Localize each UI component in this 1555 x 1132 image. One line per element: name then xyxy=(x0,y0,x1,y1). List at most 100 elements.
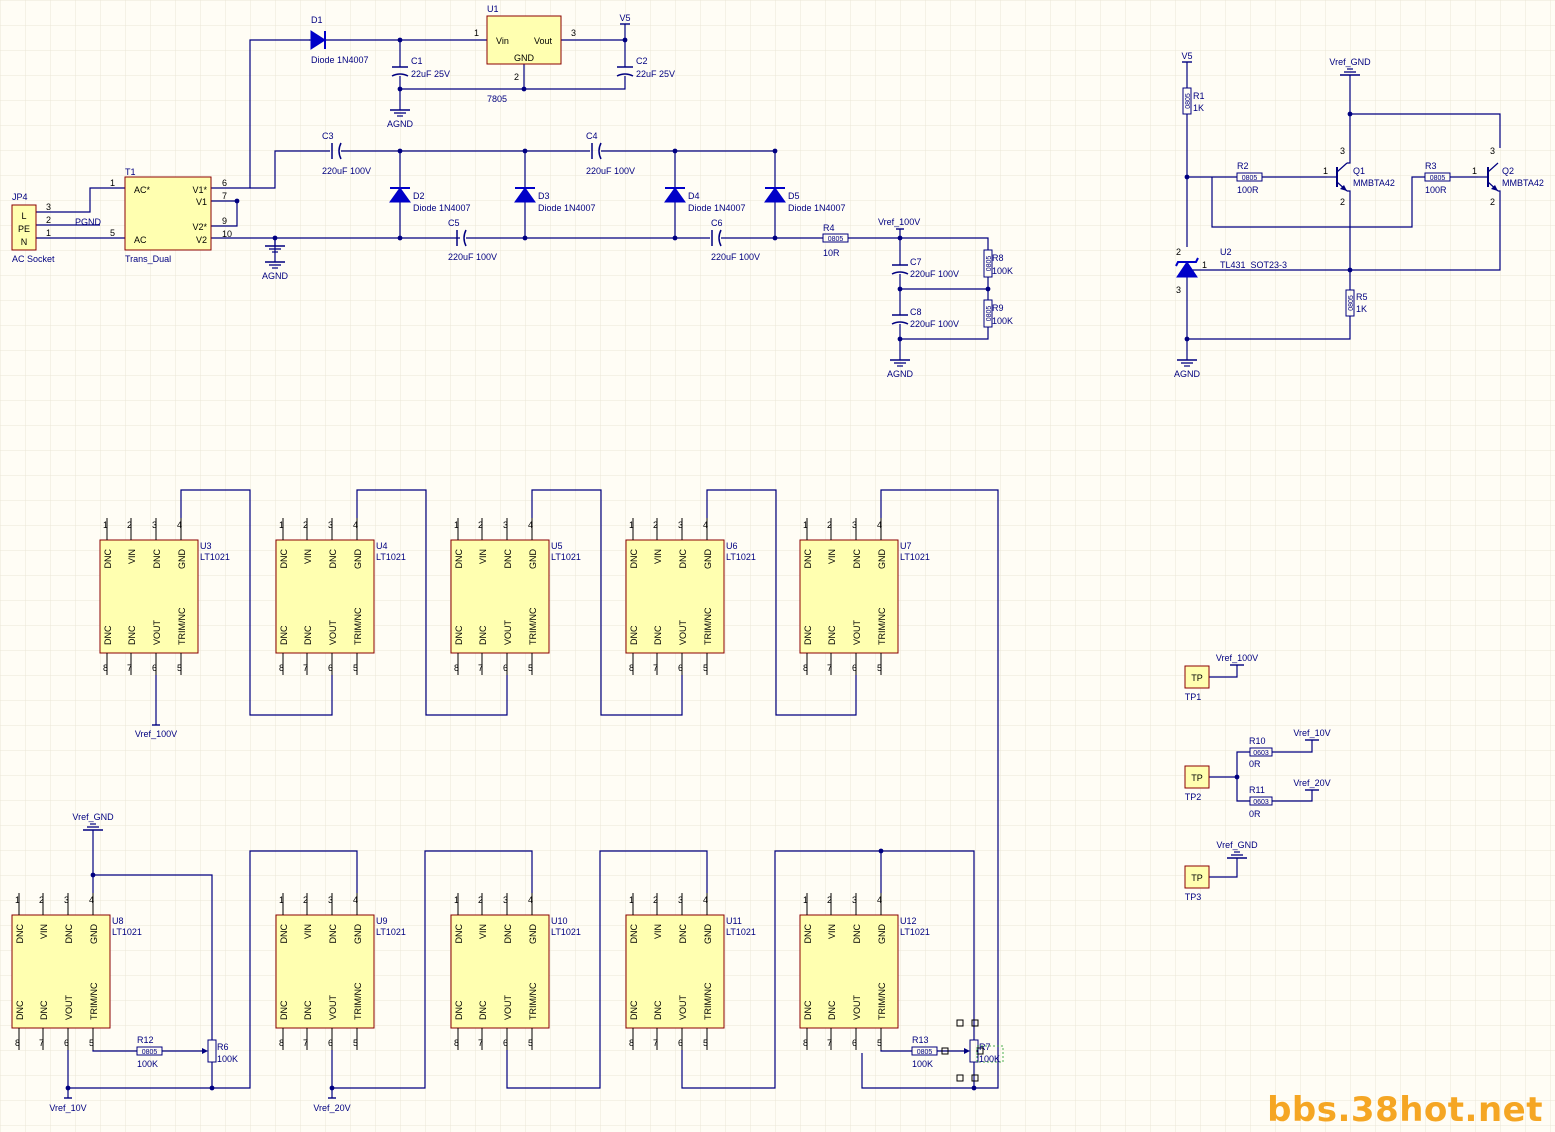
component-value: 100K xyxy=(912,1059,933,1069)
pin-number: 8 xyxy=(279,663,284,673)
wire xyxy=(881,850,975,1040)
wire xyxy=(506,850,708,1089)
wire xyxy=(1350,190,1501,271)
pin-name: VOUT xyxy=(64,994,74,1020)
wire xyxy=(332,850,533,1089)
pin-name: VIN xyxy=(303,549,313,564)
pin-number: 1 xyxy=(46,228,51,238)
pin-number: 2 xyxy=(39,895,44,905)
component-designator: U10 xyxy=(551,916,568,926)
component-comment: LT1021 xyxy=(551,552,581,562)
pin-number: 8 xyxy=(15,1038,20,1048)
component-value: 10R xyxy=(823,248,840,258)
lt1021-body xyxy=(625,914,725,1029)
pin-name: AC xyxy=(134,235,147,245)
resistor-footprint: 0603 xyxy=(1253,799,1269,806)
junction-dot xyxy=(90,872,96,878)
junction-dot xyxy=(897,336,903,342)
component-designator: R6 xyxy=(217,1042,229,1052)
pin-number: 5 xyxy=(877,1038,882,1048)
pin-name: VOUT xyxy=(152,619,162,645)
cap-plate-curved xyxy=(598,142,602,160)
pin-number: 7 xyxy=(303,663,308,673)
pin-number: 8 xyxy=(454,1038,459,1048)
pin-number: 2 xyxy=(653,520,658,530)
component-value: 100K xyxy=(137,1059,158,1069)
wire xyxy=(93,874,213,1040)
resistor-body xyxy=(983,299,993,328)
wire xyxy=(706,489,857,716)
pin-name: DNC xyxy=(64,924,74,944)
transistor-emitter xyxy=(1336,162,1348,173)
pin-number: 1 xyxy=(103,520,108,530)
pin-name: PE xyxy=(18,224,30,234)
component-designator: R3 xyxy=(1425,161,1437,171)
pin-name: Vin xyxy=(496,36,509,46)
pin-name: DNC xyxy=(629,549,639,569)
selection-handle xyxy=(941,1047,949,1055)
pin-number: 4 xyxy=(353,895,358,905)
junction-dot xyxy=(985,286,991,292)
component-designator: TP3 xyxy=(1185,892,1202,902)
pin-number: 7 xyxy=(127,663,132,673)
pin-number: 3 xyxy=(678,520,683,530)
pin-number: 7 xyxy=(222,191,227,201)
pin-number: 2 xyxy=(478,520,483,530)
pin-name: DNC xyxy=(454,1000,464,1020)
net-label: Vref_10V xyxy=(1293,728,1330,738)
junction-dot xyxy=(1347,111,1353,117)
component-designator: U5 xyxy=(551,541,563,551)
pin-number: 6 xyxy=(64,1038,69,1048)
pin-name: VIN xyxy=(653,549,663,564)
pin-number: 5 xyxy=(703,1038,708,1048)
pin-name: GND xyxy=(353,924,363,945)
junction-dot xyxy=(521,86,527,92)
component-designator: TP2 xyxy=(1185,792,1202,802)
pin-name: DNC xyxy=(478,1000,488,1020)
lt1021-body xyxy=(450,539,550,654)
wire xyxy=(400,76,626,90)
pin-number: 5 xyxy=(353,663,358,673)
junction-dot xyxy=(1347,267,1353,273)
transistor-arrow xyxy=(1491,185,1498,191)
component-value: 0R xyxy=(1249,759,1261,769)
wire xyxy=(1187,316,1351,340)
junction-dot xyxy=(672,148,678,154)
component-designator: U4 xyxy=(376,541,388,551)
pin-name: DNC xyxy=(303,1000,313,1020)
component-value: 100K xyxy=(992,266,1013,276)
pin-name: TRIM/NC xyxy=(877,607,887,645)
pin-number: 2 xyxy=(1490,197,1495,207)
pin-name: GND xyxy=(177,549,187,570)
pin-number: 8 xyxy=(454,663,459,673)
ground-net-label: AGND xyxy=(887,369,914,379)
potentiometer-wiper xyxy=(202,1048,208,1054)
component-value: 220uF 100V xyxy=(586,166,635,176)
resistor-footprint: 0805 xyxy=(1430,175,1446,182)
component-designator: C5 xyxy=(448,218,460,228)
component-designator: D4 xyxy=(688,191,700,201)
pin-name: DNC xyxy=(279,924,289,944)
lt1021-body xyxy=(625,539,725,654)
selection-handle xyxy=(971,1019,979,1027)
ground-net-label: AGND xyxy=(262,271,289,281)
cap-plate-curved xyxy=(616,73,634,77)
pin-name: DNC xyxy=(39,1000,49,1020)
component-comment: Trans_Dual xyxy=(125,254,171,264)
pin-name: GND xyxy=(877,549,887,570)
junction-dot xyxy=(397,37,403,43)
junction-dot xyxy=(234,198,240,204)
pin-name: VIN xyxy=(653,924,663,939)
pin-name: VOUT xyxy=(678,619,688,645)
component-designator: R5 xyxy=(1356,292,1368,302)
component-value: 220uF 100V xyxy=(910,319,959,329)
pin-number: 1 xyxy=(803,520,808,530)
pin-name: V1* xyxy=(192,185,207,195)
wire xyxy=(211,39,310,189)
resistor-footprint: 0805 xyxy=(1348,295,1355,311)
pin-name: DNC xyxy=(478,625,488,645)
component-comment: TL431_SOT23-3 xyxy=(1220,260,1287,270)
pin-name: VIN xyxy=(478,549,488,564)
pin-number: 8 xyxy=(629,1038,634,1048)
